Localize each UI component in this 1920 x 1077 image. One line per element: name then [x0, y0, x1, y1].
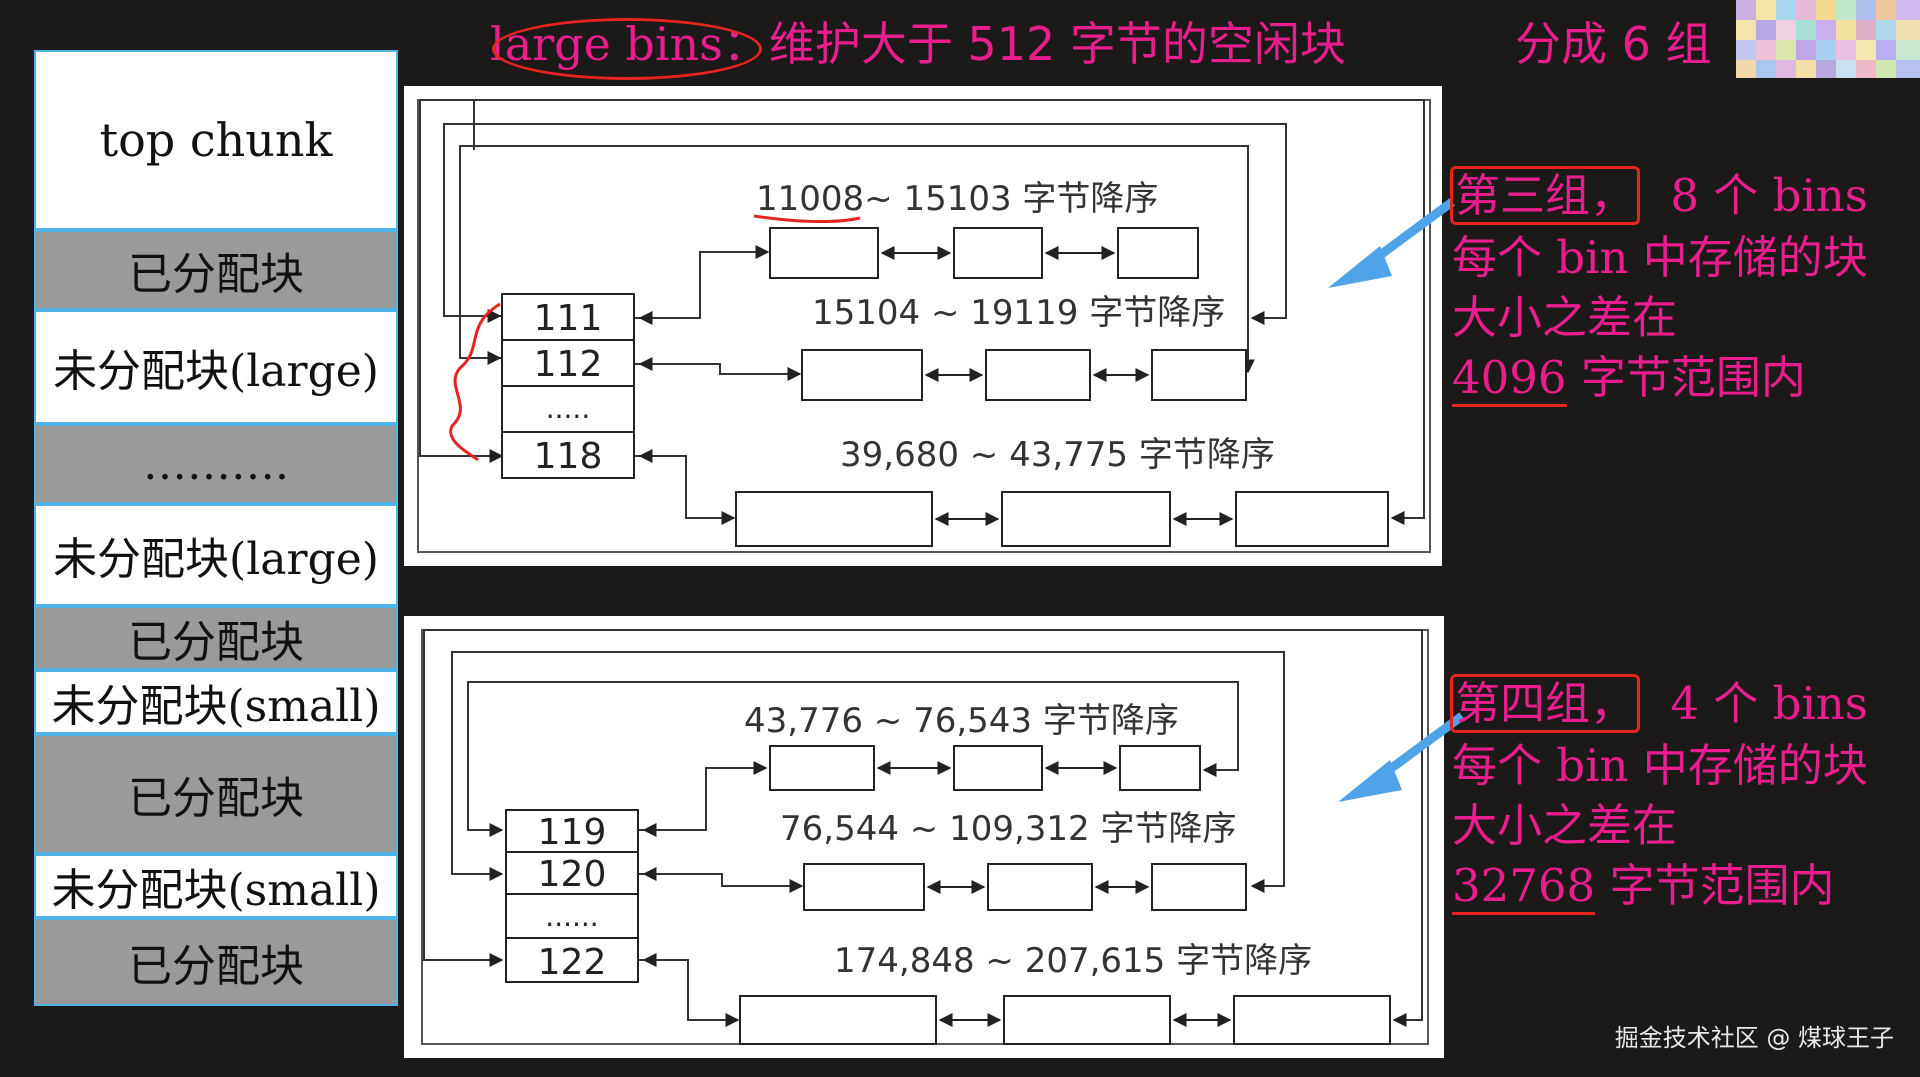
chunk-box: [1003, 995, 1171, 1045]
annotation-group3-line1: 第三组， 8 个 bins: [1450, 166, 1868, 226]
bin-label: 111: [534, 298, 603, 339]
chunk-box: [769, 227, 879, 279]
group4-highlight: 第四组，: [1450, 674, 1641, 733]
group3-size-number: 4096: [1452, 351, 1567, 407]
annotation-group3-line2: 每个 bin 中存储的块: [1452, 231, 1868, 284]
group3-size-unit: 字节范围内: [1566, 351, 1806, 404]
memory-block-free-large: 未分配块(large): [36, 312, 396, 422]
group4-size-number: 32768: [1452, 859, 1596, 915]
red-underline-mark: [753, 214, 861, 224]
bin-label: .....: [546, 392, 591, 425]
linked-list-diagram-group4: 119 120 ...... 122 43,776 ~ 76,543 字节降序 …: [421, 629, 1429, 1045]
annotation-group4-line2: 每个 bin 中存储的块: [1452, 739, 1868, 792]
chunk-box: [987, 863, 1093, 911]
range-label: 11008~ 15103 字节降序: [756, 179, 1158, 219]
memory-block-free-large: 未分配块(large): [36, 506, 396, 604]
mosaic-decoration: [1736, 0, 1920, 78]
title-highlight-oval: [492, 18, 762, 80]
group3-highlight: 第三组，: [1450, 166, 1641, 225]
bin-cell: [505, 809, 639, 853]
annotation-group3-line3: 大小之差在: [1452, 291, 1678, 344]
annotation-group3-line4: 4096 字节范围内: [1452, 348, 1806, 408]
title-groups: 分成 6 组: [1515, 17, 1712, 71]
memory-block-allocated: 已分配块: [36, 232, 396, 308]
chunk-box: [769, 745, 875, 791]
bin-label: ......: [545, 900, 598, 933]
chunk-box: [953, 227, 1043, 279]
chunk-box: [801, 349, 923, 401]
chunk-box: [739, 995, 937, 1045]
range-label: 43,776 ~ 76,543 字节降序: [744, 701, 1179, 741]
diagram-panel-group4: 119 120 ...... 122 43,776 ~ 76,543 字节降序 …: [404, 616, 1444, 1058]
range-label: 15104 ~ 19119 字节降序: [812, 293, 1225, 333]
chunk-box: [1151, 863, 1247, 911]
bin-label: 118: [534, 436, 603, 477]
memory-block-allocated: 已分配块: [36, 736, 396, 852]
linked-list-diagram-group3: 111 112 ..... 118 11008~ 15103 字节降序 1510…: [417, 99, 1431, 553]
chunk-box: [1233, 995, 1391, 1045]
memory-block-free-small: 未分配块(small): [36, 856, 396, 916]
blue-arrow-icon: [1338, 712, 1465, 802]
group4-size-unit: 字节范围内: [1595, 859, 1835, 912]
bin-cell: [501, 293, 635, 341]
chunk-box: [1001, 491, 1171, 547]
chunk-box: [803, 863, 925, 911]
red-freehand-mark: [449, 302, 501, 462]
bin-cell: [505, 851, 639, 895]
range-label: 174,848 ~ 207,615 字节降序: [834, 941, 1312, 981]
bin-label: 122: [538, 942, 607, 983]
group4-count: 4 个 bins: [1670, 677, 1868, 730]
chunk-box: [1235, 491, 1389, 547]
memory-block-allocated: 已分配块: [36, 608, 396, 668]
memory-block-free-small: 未分配块(small): [36, 672, 396, 732]
group3-count: 8 个 bins: [1670, 169, 1868, 222]
bin-cell: [505, 937, 639, 983]
blue-arrow-icon: [1328, 198, 1455, 288]
annotation-group4-line1: 第四组， 4 个 bins: [1450, 674, 1868, 734]
chunk-box: [735, 491, 933, 547]
memory-heap-column: top chunk 已分配块 未分配块(large) ………. 未分配块(lar…: [34, 50, 398, 1006]
range-label: 76,544 ~ 109,312 字节降序: [780, 809, 1236, 849]
title-desc: ：维护大于 512 字节的空闲块: [722, 17, 1346, 71]
memory-block-top-chunk: top chunk: [36, 52, 396, 228]
range-label: 39,680 ~ 43,775 字节降序: [840, 435, 1275, 475]
memory-block-ellipsis: ……….: [36, 426, 396, 502]
bin-label: 119: [538, 812, 607, 853]
bin-cell: [501, 431, 635, 479]
chunk-box: [953, 745, 1043, 791]
watermark: 掘金技术社区 @ 煤球王子: [1614, 1024, 1894, 1052]
annotation-group4-line3: 大小之差在: [1452, 799, 1678, 852]
annotation-group4-line4: 32768 字节范围内: [1452, 856, 1834, 916]
bin-cell: [501, 339, 635, 387]
chunk-box: [1119, 745, 1201, 791]
bin-label: 120: [538, 854, 607, 895]
chunk-box: [1117, 227, 1199, 279]
chunk-box: [985, 349, 1091, 401]
diagram-panel-group3: 111 112 ..... 118 11008~ 15103 字节降序 1510…: [404, 86, 1442, 566]
bin-label: 112: [534, 344, 603, 385]
chunk-box: [1151, 349, 1247, 401]
memory-block-allocated: 已分配块: [36, 920, 396, 1004]
bin-cell: [505, 893, 639, 939]
